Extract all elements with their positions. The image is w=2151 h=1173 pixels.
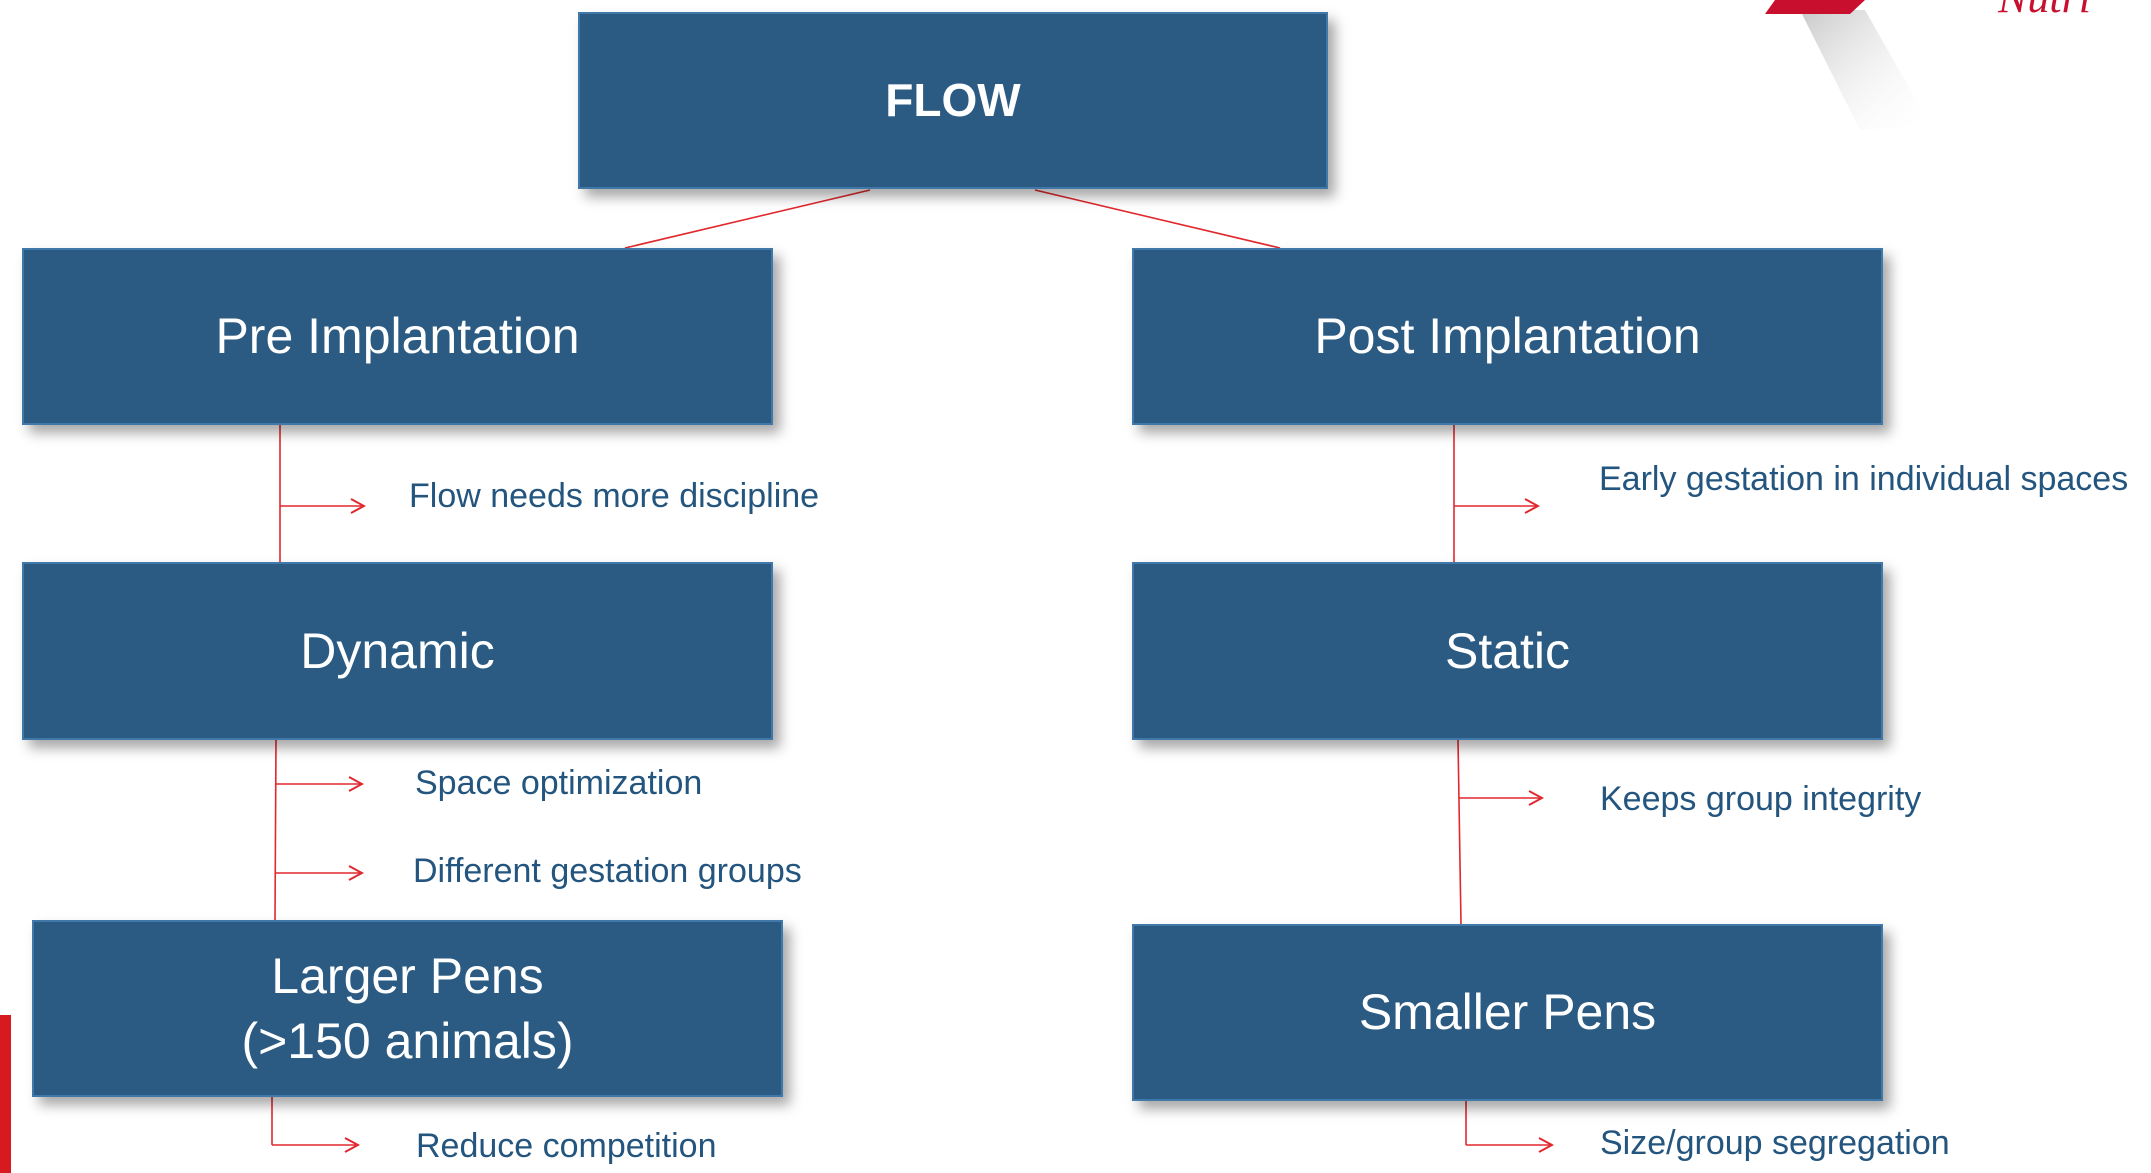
larger-pens-node: Larger Pens (>150 animals) — [32, 920, 783, 1097]
flow-root-label: FLOW — [885, 73, 1021, 126]
note-size-segregation: Size/group segregation — [1600, 1124, 1950, 1162]
static-node: Static — [1132, 562, 1883, 740]
logo-text: Nutri — [1997, 0, 2091, 22]
note-gestation-groups: Different gestation groups — [413, 852, 802, 890]
logo-red-shape — [1765, 0, 1865, 14]
root-to-post-line — [1034, 189, 1281, 249]
static-to-smaller-line — [1457, 739, 1462, 925]
post-implantation-node: Post Implantation — [1132, 248, 1883, 425]
pre-implantation-label: Pre Implantation — [215, 308, 580, 364]
smaller-pens-node: Smaller Pens — [1132, 924, 1883, 1101]
static-label: Static — [1444, 622, 1571, 679]
note-flow-discipline: Flow needs more discipline — [409, 477, 820, 515]
red-edge-mark — [0, 1015, 11, 1173]
flow-root-node: FLOW — [578, 12, 1328, 189]
dynamic-label: Dynamic — [300, 622, 495, 679]
larger-pens-label: Larger Pens (>150 animals) — [241, 947, 574, 1069]
note-early-gestation: Early gestation in individual spaces — [1599, 460, 2129, 498]
brand-logo: Nutri — [1755, 0, 2151, 140]
root-to-pre-line — [624, 189, 871, 249]
logo-shadow-shape — [1800, 10, 1930, 130]
smaller-pens-label: Smaller Pens — [1358, 984, 1657, 1040]
note-space-optimization: Space optimization — [415, 764, 703, 802]
pre-implantation-node: Pre Implantation — [22, 248, 773, 425]
post-implantation-label: Post Implantation — [1314, 308, 1701, 364]
dynamic-to-larger-line — [274, 739, 277, 921]
note-group-integrity: Keeps group integrity — [1600, 780, 1922, 818]
note-reduce-competition: Reduce competition — [416, 1127, 717, 1165]
logo-graphic: Nutri — [1765, 0, 2091, 130]
dynamic-node: Dynamic — [22, 562, 773, 740]
